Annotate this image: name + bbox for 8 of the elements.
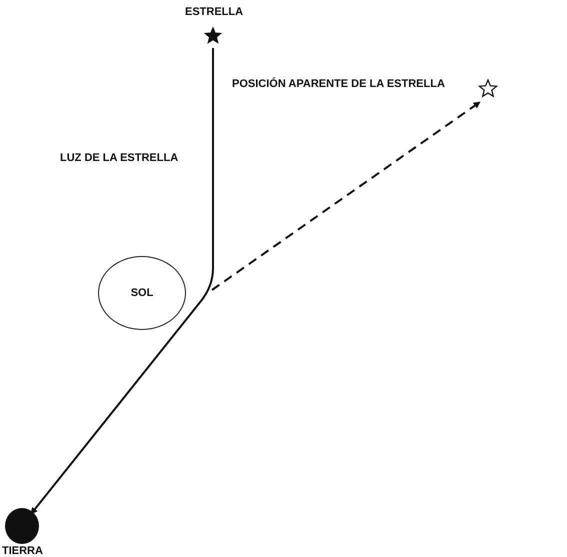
star-label: ESTRELLA — [185, 6, 241, 18]
dashed-arrow — [211, 101, 481, 291]
light-label: LUZ DE LA ESTRELLA — [60, 152, 178, 164]
light-ray-arrow — [30, 48, 214, 515]
sun-circle — [98, 256, 186, 330]
earth-label: TIERRA — [2, 545, 43, 557]
sun-label: SOL — [130, 287, 154, 299]
star-label: POSICIÓN APARENTE DE LA ESTRELLA — [232, 78, 445, 90]
